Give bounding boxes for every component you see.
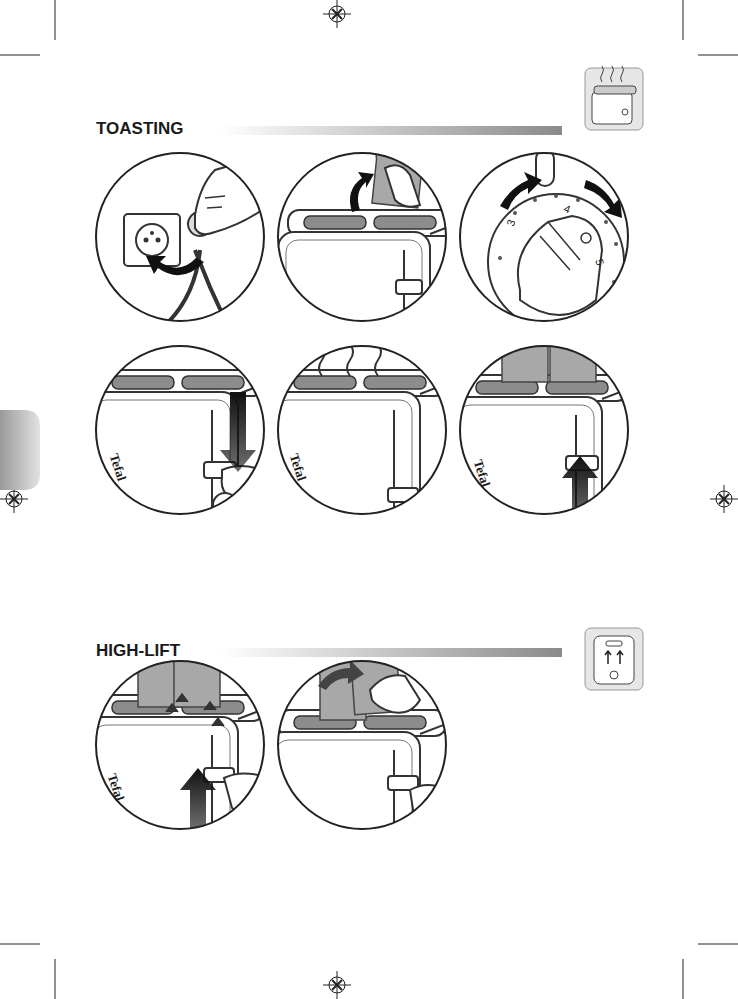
- section-heading: TOASTING: [96, 120, 184, 137]
- section-heading: HIGH-LIFT: [96, 642, 180, 659]
- toasting-icon: [585, 66, 643, 130]
- heading-bar: [220, 648, 562, 657]
- side-tab: [0, 410, 40, 490]
- high-lift-icon: [585, 628, 643, 690]
- heading-bar: [220, 126, 562, 135]
